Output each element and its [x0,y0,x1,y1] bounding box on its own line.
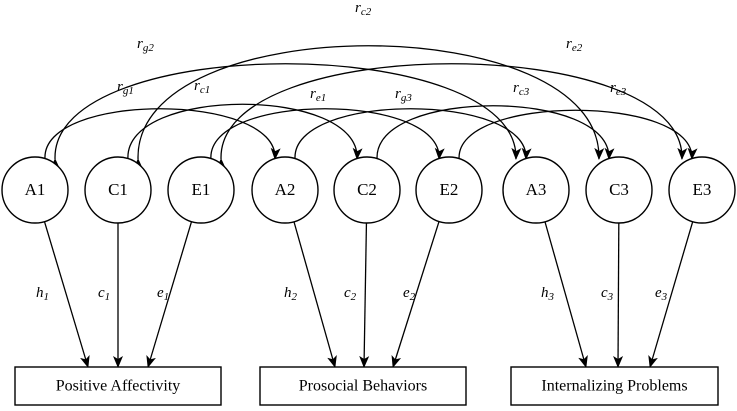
latent-node-circle [333,156,401,224]
latent-node-label: C3 [609,180,629,199]
path-arrow-E1 [146,221,193,368]
outcome-box-rect [259,366,467,406]
correlation-arc-e1 [206,108,445,171]
outcome-box-ip: Internalizing Problems [510,366,719,406]
outcome-box-rect [510,366,719,406]
correlation-arc-c3 [372,105,615,171]
correlation-label-c1: rc1 [194,78,210,96]
path-label-E2: e2 [403,285,416,303]
correlation-arc-c1 [123,103,363,171]
correlation-label-e3: re3 [610,80,627,98]
latent-node-E1: E1 [167,156,235,224]
outcome-box-label: Prosocial Behaviors [299,378,427,395]
outcome-box-pb: Prosocial Behaviors [259,366,467,406]
latent-node-C3: C3 [585,156,653,224]
latent-node-circle [167,156,235,224]
latent-node-label: E2 [440,180,459,199]
correlation-arc-e2 [216,63,688,171]
path-label-E3: e3 [655,285,668,303]
latent-node-label: E1 [192,180,211,199]
labels-layer: rg2 rc2 re2 rg1 rc1 re1 rg3 rc3 re3 h1 c1 e1 h2 c2 e2 h… [36,0,668,303]
latent-node-circle [415,156,483,224]
latent-node-A1: A1 [1,156,69,224]
path-arrow-A1 [43,221,90,368]
outcome-boxes-layer: Positive Affectivity Prosocial Behaviors I… [14,366,719,406]
latent-node-label: A1 [25,180,46,199]
latent-node-A2: A2 [251,156,319,224]
latent-node-A3: A3 [502,156,570,224]
latent-node-E3: E3 [668,156,736,224]
correlation-arc-g1 [40,108,281,171]
outcome-box-rect [14,366,222,406]
latent-node-circle [585,156,653,224]
outcome-box-label: Positive Affectivity [56,378,181,395]
correlation-arc-e3 [454,109,698,171]
outcome-box-pa: Positive Affectivity [14,366,222,406]
path-label-A2: h2 [284,285,298,303]
path-arrow-E3 [648,221,694,368]
nodes-layer: A1 C1 E1 A2 C2 E2 A3 C3 E3 [1,156,736,224]
edges-layer [40,45,698,368]
latent-node-circle [1,156,69,224]
latent-node-E2: E2 [415,156,483,224]
latent-node-circle [84,156,152,224]
path-arrow-E2 [391,221,440,368]
correlation-label-e1: re1 [310,86,326,104]
path-label-A1: h1 [36,285,49,303]
latent-node-label: C2 [357,180,377,199]
correlation-label-g3: rg3 [395,86,412,104]
latent-node-circle [668,156,736,224]
latent-node-C2: C2 [333,156,401,224]
path-label-C2: c2 [344,285,357,303]
path-label-A3: h3 [541,285,555,303]
path-label-C1: c1 [98,285,110,303]
outcome-box-label: Internalizing Problems [541,378,687,395]
latent-node-label: C1 [108,180,128,199]
latent-node-circle [502,156,570,224]
correlation-label-e2: re2 [566,36,583,54]
latent-node-circle [251,156,319,224]
correlation-label-c2: rc2 [355,0,372,18]
latent-node-label: A2 [275,180,296,199]
path-arrow-A3 [544,221,588,368]
correlation-label-g2: rg2 [137,36,154,54]
correlation-label-c3: rc3 [513,80,530,98]
path-arrow-C3 [613,222,624,368]
correlation-arc-g3 [290,108,532,171]
latent-node-label: E3 [693,180,712,199]
path-arrow-A2 [293,221,337,368]
correlation-label-g1: rg1 [117,79,134,97]
path-arrow-C2 [359,222,370,368]
correlation-arc-c2 [133,45,605,171]
latent-node-label: A3 [526,180,547,199]
path-label-C3: c3 [601,285,614,303]
path-label-E1: e1 [157,285,169,303]
correlation-arc-g2 [50,63,522,171]
latent-node-C1: C1 [84,156,152,224]
